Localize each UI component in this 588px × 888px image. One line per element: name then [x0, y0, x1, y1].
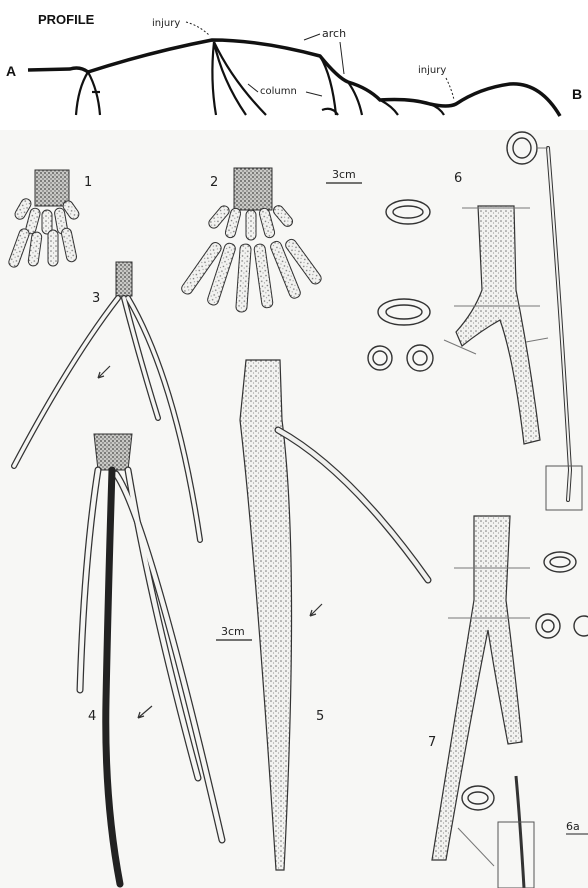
svg-text:3cm: 3cm	[221, 625, 245, 638]
injury-left-pointer	[186, 22, 210, 36]
figure-number-6: 6	[454, 171, 462, 186]
figure-label-6a: 6a	[566, 820, 580, 833]
end-label-a: A	[6, 63, 16, 79]
profile-section: PROFILE A B injury arch column injury	[6, 12, 582, 116]
profile-label-injury-left: injury	[152, 18, 180, 29]
end-label-b: B	[572, 86, 582, 102]
profile-main-stem	[28, 40, 560, 116]
figure-number-1: 1	[84, 175, 92, 190]
figure-number-7: 7	[428, 735, 436, 750]
injury-right-pointer	[446, 78, 454, 100]
profile-label-arch: arch	[322, 27, 346, 40]
profile-label-injury-right: injury	[418, 65, 446, 76]
profile-label-column: column	[260, 86, 297, 97]
figure-number-5: 5	[316, 709, 324, 724]
svg-text:3cm: 3cm	[332, 168, 356, 181]
figure-number-2: 2	[210, 175, 218, 190]
figure-number-4: 4	[88, 709, 96, 724]
profile-columns	[76, 42, 444, 115]
figure-number-3: 3	[92, 291, 100, 306]
profile-title: PROFILE	[38, 12, 95, 27]
